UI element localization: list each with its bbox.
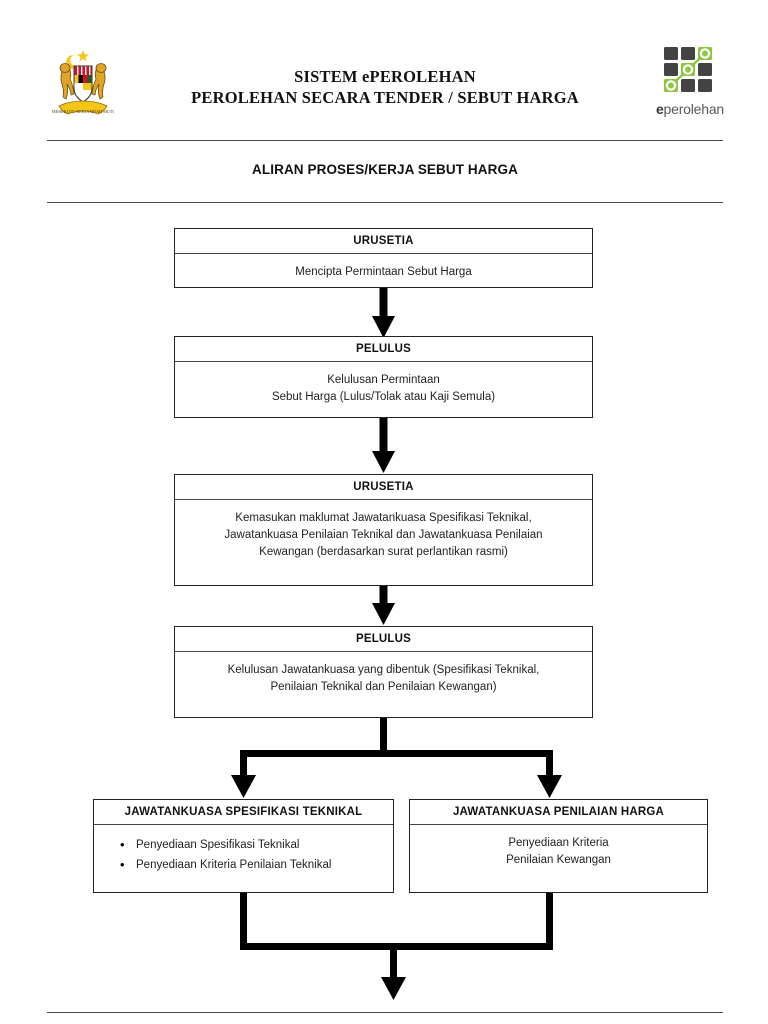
footer-divider (47, 1012, 723, 1013)
body-line: Kelulusan Jawatankuasa yang dibentuk (Sp… (227, 664, 540, 676)
eperolehan-logo-icon (664, 47, 712, 92)
flow-node-body: Mencipta Permintaan Sebut Harga (175, 254, 592, 291)
malaysia-coat-of-arms-icon: BERSEKUTU BERTAMBAH MUTU (52, 50, 114, 115)
flow-node-body: Kelulusan Jawatankuasa yang dibentuk (Sp… (175, 652, 592, 706)
eperolehan-brand: eperolehan (648, 46, 732, 120)
bullet-list: Penyediaan Spesifikasi Teknikal Penyedia… (116, 835, 379, 875)
flow-node-body: Penyediaan Kriteria Penilaian Kewangan (410, 825, 707, 879)
title-line-2: PEROLEHAN SECARA TENDER / SEBUT HARGA (191, 88, 579, 107)
flow-node-header: URUSETIA (175, 475, 592, 500)
flow-node-body: Kelulusan Permintaan Sebut Harga (Lulus/… (175, 362, 592, 416)
page-title: SISTEM ePEROLEHAN PEROLEHAN SECARA TENDE… (140, 66, 630, 109)
flow-node-header: PELULUS (175, 627, 592, 652)
title-line-1: SISTEM ePEROLEHAN (294, 67, 476, 86)
list-item: Penyediaan Spesifikasi Teknikal (120, 835, 379, 855)
document-header: BERSEKUTU BERTAMBAH MUTU SISTEM ePEROLEH… (0, 0, 768, 130)
body-line: Sebut Harga (Lulus/Tolak atau Kaji Semul… (271, 391, 496, 403)
header-divider-bottom (47, 202, 723, 203)
body-line: Kewangan (berdasarkan surat perlantikan … (259, 546, 508, 558)
body-line: Kelulusan Permintaan (327, 374, 440, 386)
arrow-node1-to-node2 (372, 288, 395, 338)
arrow-node2-to-node3 (372, 418, 395, 473)
flow-node-urusetia-1: URUSETIA Mencipta Permintaan Sebut Harga (174, 228, 593, 288)
flow-node-pelulus-1: PELULUS Kelulusan Permintaan Sebut Harga… (174, 336, 593, 418)
flow-node-jawatankuasa-spesifikasi-teknikal: JAWATANKUASA SPESIFIKASI TEKNIKAL Penyed… (93, 799, 394, 893)
flow-node-body: Penyediaan Spesifikasi Teknikal Penyedia… (94, 825, 393, 885)
wordmark-rest: perolehan (663, 101, 725, 117)
arrow-node3-to-node4 (372, 586, 395, 625)
body-line: Penyediaan Kriteria (508, 837, 609, 849)
eperolehan-wordmark: eperolehan (648, 101, 732, 117)
flow-node-header: JAWATANKUASA SPESIFIKASI TEKNIKAL (94, 800, 393, 825)
body-line: Mencipta Permintaan Sebut Harga (295, 266, 472, 278)
flow-node-header: PELULUS (175, 337, 592, 362)
flow-node-pelulus-2: PELULUS Kelulusan Jawatankuasa yang dibe… (174, 626, 593, 718)
flow-node-header: URUSETIA (175, 229, 592, 254)
body-line: Jawatankuasa Penilaian Teknikal dan Jawa… (224, 529, 543, 541)
section-heading: ALIRAN PROSES/KERJA SEBUT HARGA (252, 162, 518, 177)
header-divider-top (47, 140, 723, 141)
body-line: Penilaian Teknikal dan Penilaian Kewanga… (270, 681, 497, 693)
fork-node4-to-committees (231, 718, 562, 798)
body-line: Penilaian Kewangan (506, 854, 611, 866)
flow-node-jawatankuasa-penilaian-harga: JAWATANKUASA PENILAIAN HARGA Penyediaan … (409, 799, 708, 893)
flow-node-header: JAWATANKUASA PENILAIAN HARGA (410, 800, 707, 825)
merge-committees-to-next (240, 893, 553, 1000)
list-item: Penyediaan Kriteria Penilaian Teknikal (120, 855, 379, 875)
svg-text:BERSEKUTU BERTAMBAH MUTU: BERSEKUTU BERTAMBAH MUTU (52, 109, 114, 114)
body-line: Kemasukan maklumat Jawatankuasa Spesifik… (235, 512, 532, 524)
flow-node-urusetia-2: URUSETIA Kemasukan maklumat Jawatankuasa… (174, 474, 593, 586)
flow-node-body: Kemasukan maklumat Jawatankuasa Spesifik… (175, 500, 592, 571)
wordmark-e: e (655, 101, 664, 117)
